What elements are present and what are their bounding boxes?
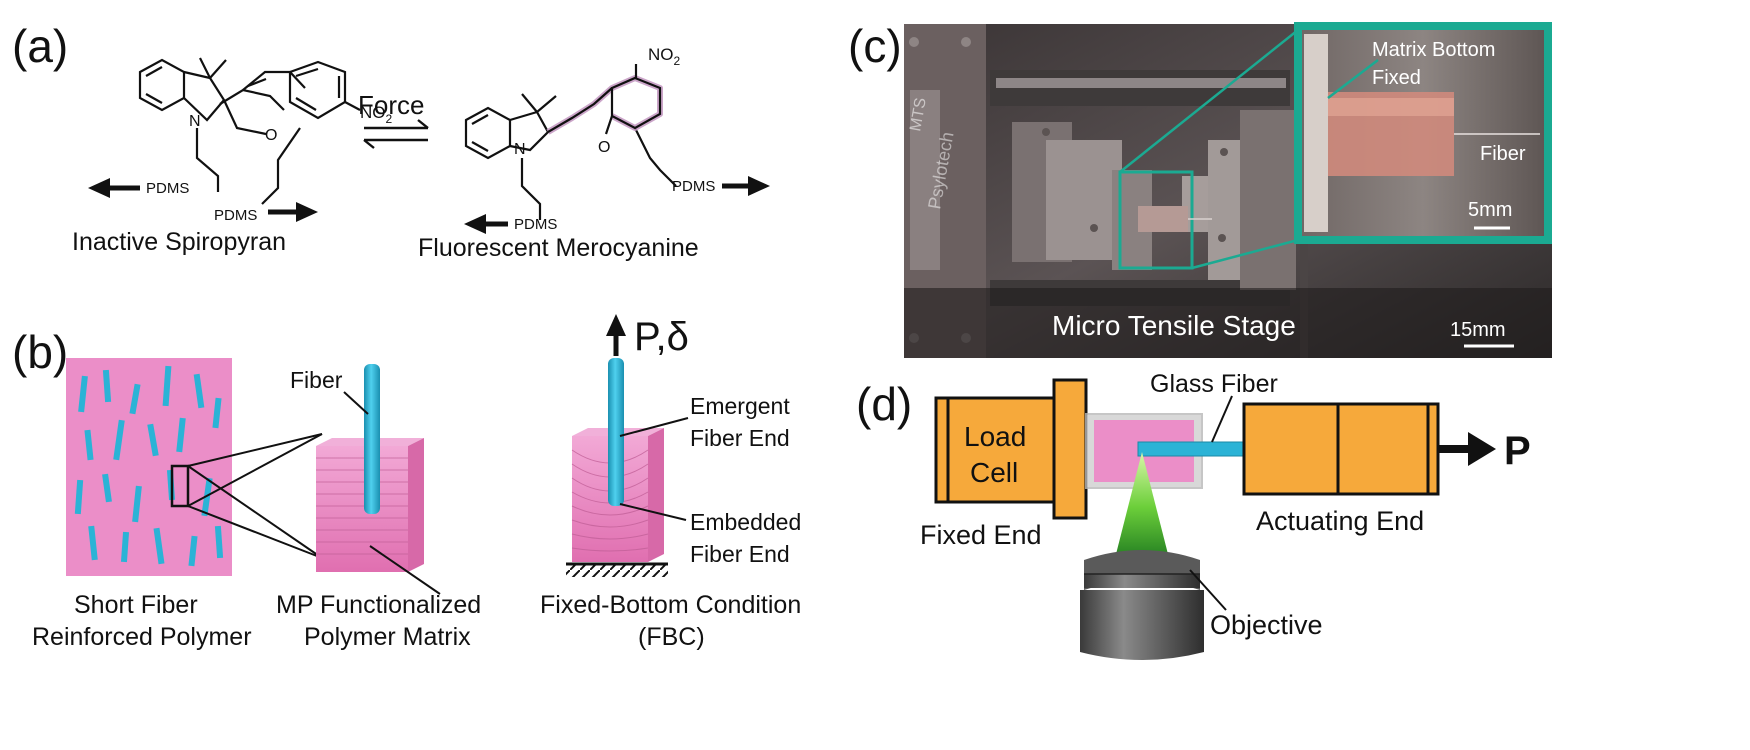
actuator-load-label: P [1504, 429, 1531, 473]
pdms-left-arrow-mc [464, 214, 508, 234]
merocyanine-o: O [598, 139, 610, 156]
merocyanine-chain [547, 64, 662, 135]
panel-a: (a) N O [12, 20, 770, 262]
merocyanine-no2: NO2 [648, 45, 681, 68]
panel-b-label: (b) [12, 326, 68, 378]
fiber-leader [343, 391, 369, 415]
actuator-body [1242, 402, 1440, 496]
spiropyran-o: O [265, 127, 277, 144]
force-label: Force [358, 90, 424, 120]
caption-fbc-2: (FBC) [638, 623, 705, 651]
actuating-end-label: Actuating End [1256, 506, 1424, 536]
caption-short-fiber-2: Reinforced Polymer [32, 623, 252, 651]
glass-fiber-leader [1211, 395, 1233, 443]
panel-d: (d) Load Cell Fixed End Glass Fiber Actu… [856, 370, 1531, 660]
load-label: P,δ [634, 315, 689, 359]
matrix-leader [369, 545, 441, 595]
short-fibers [74, 365, 224, 567]
stage-scale-label: 15mm [1450, 319, 1506, 341]
mp-block [316, 438, 424, 572]
inset-matrix-leader [1327, 59, 1379, 99]
merocyanine-caption: Fluorescent Merocyanine [418, 234, 699, 262]
spiropyran-caption: Inactive Spiropyran [72, 228, 286, 256]
pdms-right-arrow-sp [268, 202, 318, 222]
merocyanine-pdms-right: PDMS [672, 178, 715, 195]
spiropyran-pdms-bottom: PDMS [214, 207, 257, 224]
panel-a-label: (a) [12, 20, 68, 72]
embedded-label-1: Embedded [690, 509, 801, 535]
emergent-label-2: Fiber End [690, 425, 790, 451]
panel-c: (c) Psylotech MTS Micro Tensile Stage 15… [848, 20, 1552, 358]
merocyanine-n: N [514, 141, 526, 158]
panel-d-label: (d) [856, 378, 912, 430]
inset-fiber-label: Fiber [1480, 143, 1526, 165]
spiropyran-structure [138, 57, 361, 205]
objective-lens [1080, 550, 1204, 660]
emergent-label-1: Emergent [690, 393, 790, 419]
fixed-end-label: Fixed End [920, 520, 1042, 550]
stage-mts-stamp: MTS [907, 96, 930, 132]
panel-b: (b) [12, 314, 801, 651]
load-cell-label-1: Load [964, 421, 1026, 452]
pdms-right-arrow-mc [722, 176, 770, 196]
emergent-leader [619, 417, 689, 437]
merocyanine-pdms-bottom: PDMS [514, 216, 557, 233]
inset-scale-label: 5mm [1468, 199, 1512, 221]
fbc-ground [566, 562, 668, 577]
inset-matrix-label-1: Matrix Bottom [1372, 39, 1495, 61]
connector-top [1119, 29, 1299, 173]
load-cell-flange [1052, 378, 1088, 520]
caption-short-fiber-1: Short Fiber [74, 591, 198, 619]
zoom-lines [187, 433, 323, 559]
load-arrow [606, 314, 626, 356]
panel-c-label: (c) [848, 20, 902, 72]
embedded-leader [619, 503, 687, 521]
spiropyran-pdms-left: PDMS [146, 180, 189, 197]
embedded-label-2: Fiber End [690, 541, 790, 567]
equilibrium-arrows [363, 119, 429, 149]
spiropyran-n: N [189, 113, 201, 130]
glass-fiber-label: Glass Fiber [1150, 370, 1278, 398]
caption-fbc-1: Fixed-Bottom Condition [540, 591, 801, 619]
connector-bottom [1191, 238, 1299, 270]
mp-fiber [364, 364, 380, 514]
stage-label-band [904, 288, 1552, 358]
pdms-left-arrow [88, 178, 140, 198]
specimen-highlight-box [1118, 170, 1194, 270]
fiber-label: Fiber [290, 367, 343, 393]
load-cell-label-2: Cell [970, 457, 1018, 488]
objective-label: Objective [1210, 610, 1323, 640]
merocyanine-structure [464, 93, 677, 220]
light-cone [1114, 452, 1170, 562]
inset-clamp [1304, 34, 1328, 232]
spiropyran-no2: NO2 [360, 103, 393, 126]
actuator-load-arrow [1438, 432, 1496, 466]
objective-leader [1189, 569, 1227, 611]
inset-matrix-label-2: Fixed [1372, 67, 1421, 89]
load-cell-body [934, 396, 1056, 504]
fbc-fiber [608, 358, 624, 506]
stage-label: Micro Tensile Stage [1052, 310, 1296, 341]
zoom-box [170, 464, 190, 508]
caption-mp-2: Polymer Matrix [304, 623, 471, 651]
caption-mp-1: MP Functionalized [276, 591, 481, 619]
